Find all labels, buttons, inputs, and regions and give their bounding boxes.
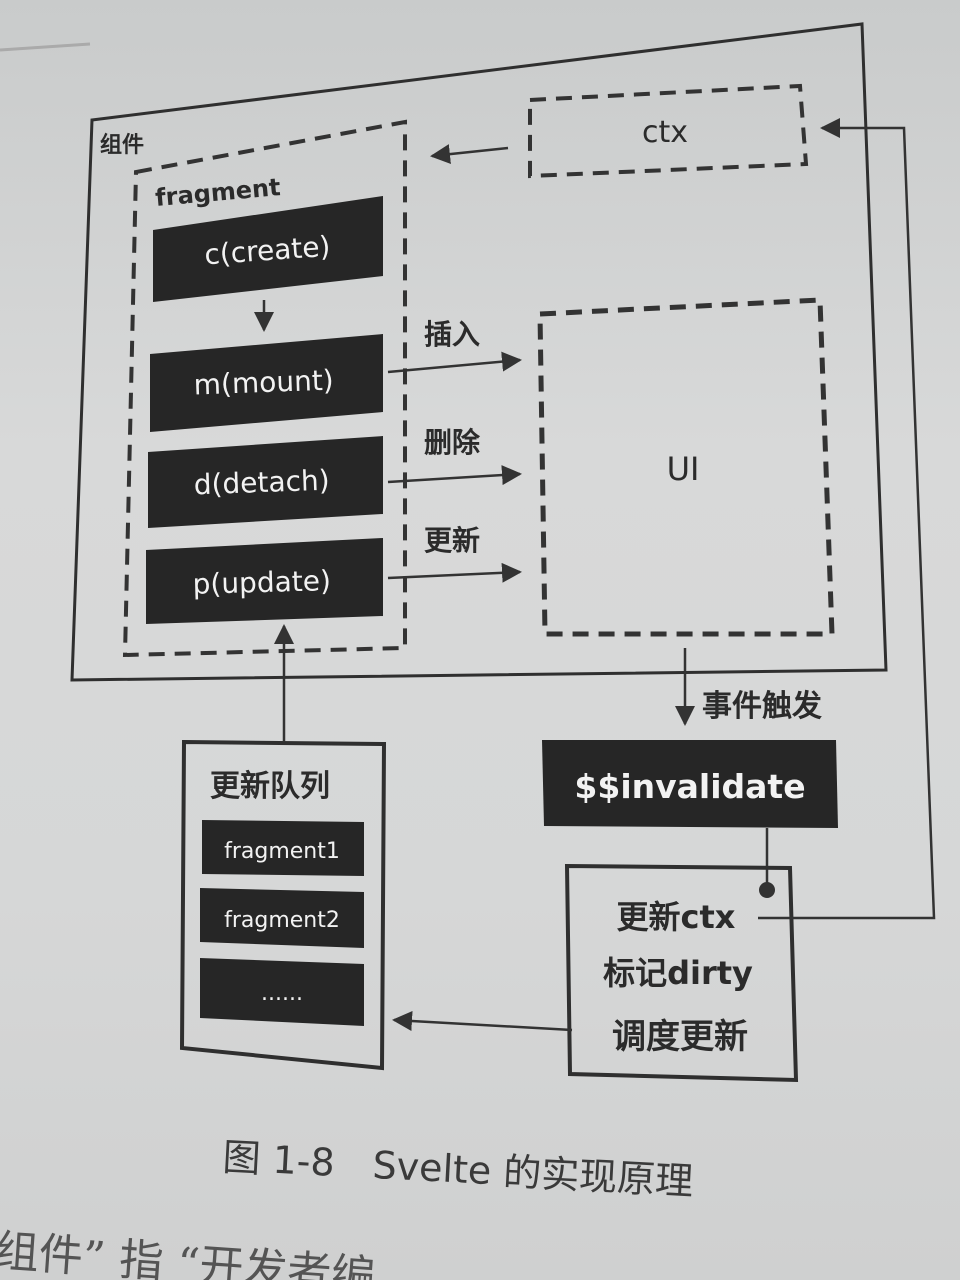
fragment-label: fragment <box>154 173 281 212</box>
insert-edge: 插入 <box>387 318 522 374</box>
body-text-fragment: 组件” 指 “开发者编 <box>0 1226 377 1280</box>
ui-label: UI <box>667 450 700 488</box>
ctx-to-fragment-arrow <box>430 144 509 165</box>
method-update-label: p(update) <box>192 564 331 601</box>
update-label: 更新 <box>424 524 480 557</box>
queue-item-1 <box>202 820 364 876</box>
ctx-box: ctx <box>528 83 809 179</box>
action-line-2: 标记dirty <box>603 954 753 992</box>
ui-box: UI <box>537 297 835 637</box>
method-detach-label: d(detach) <box>193 464 330 502</box>
figure-caption: 图 1-8 Svelte 的实现原理 <box>222 1135 695 1204</box>
method-mount: m(mount) <box>150 334 383 432</box>
queue-item-3 <box>200 958 364 1026</box>
invalidate-label: $$invalidate <box>574 767 805 806</box>
delete-edge: 删除 <box>387 426 522 486</box>
method-create: c(create) <box>153 196 383 302</box>
invalidate-box: $$invalidate <box>542 740 838 828</box>
queue-item-2 <box>200 888 364 948</box>
queue-item-3-label: ...... <box>261 981 303 1006</box>
method-mount-label: m(mount) <box>193 364 334 402</box>
action-line-1: 更新ctx <box>617 898 736 936</box>
queue-item-1-label: fragment1 <box>224 839 340 864</box>
insert-label: 插入 <box>424 318 480 351</box>
header-rule <box>0 42 91 52</box>
queue-box: 更新队列 fragment1 fragment2 ...... <box>179 739 387 1071</box>
component-label: 组件 <box>100 132 144 158</box>
action-line-3: 调度更新 <box>612 1017 748 1057</box>
action-box: 更新ctx 标记dirty 调度更新 <box>564 863 799 1083</box>
method-update: p(update) <box>146 538 383 624</box>
component-box: 组件 <box>70 22 888 682</box>
queue-item-2-label: fragment2 <box>224 908 340 933</box>
connector-dot <box>759 882 775 898</box>
method-detach: d(detach) <box>148 436 383 528</box>
event-label: 事件触发 <box>702 689 822 724</box>
delete-label: 删除 <box>424 426 481 459</box>
event-edge: 事件触发 <box>675 648 822 726</box>
ctx-label: ctx <box>642 115 688 150</box>
schedule-to-queue-arrow <box>392 1011 573 1032</box>
ctx-update-arrow <box>758 118 936 920</box>
queue-title: 更新队列 <box>210 769 330 804</box>
update-edge: 更新 <box>387 524 522 583</box>
